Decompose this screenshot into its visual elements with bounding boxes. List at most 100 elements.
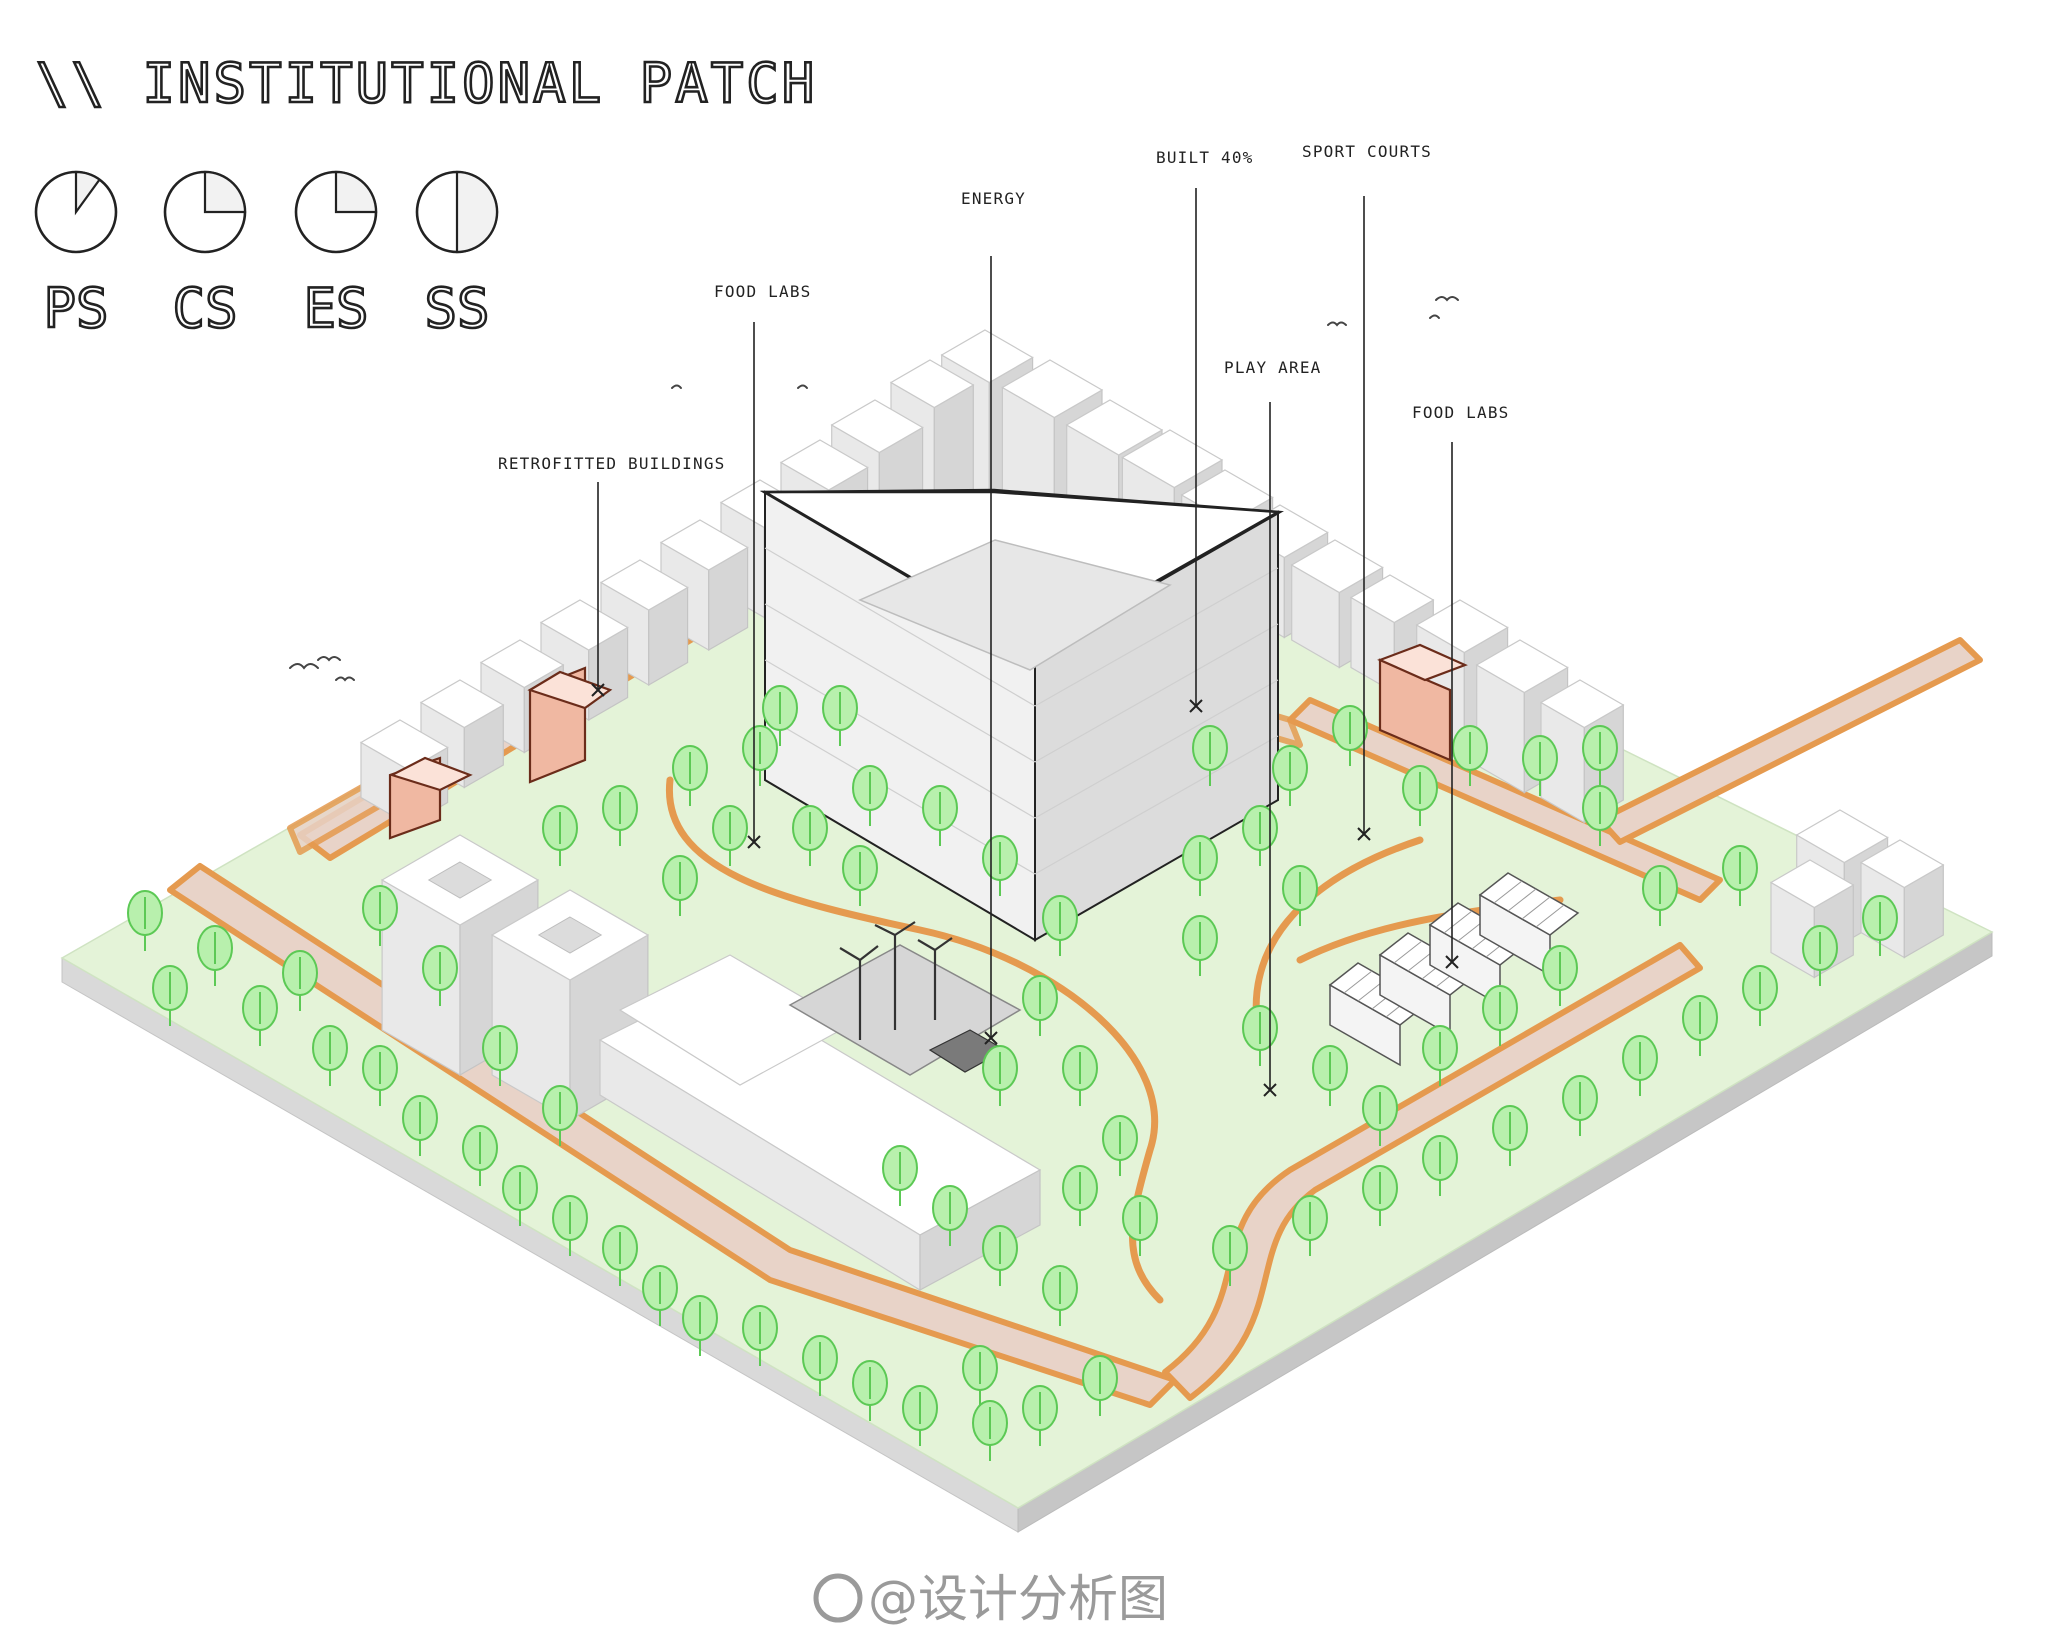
tree-icon [972,1400,1008,1461]
tree-icon [842,845,878,906]
city-block-2-roof [1001,359,1104,419]
city-block-13-roof [599,559,689,611]
shed-side [919,1168,1041,1292]
tree-icon [1042,1265,1078,1326]
tree-icon [1482,985,1518,1046]
tree-icon [1242,805,1278,866]
tree-icon [1422,1025,1458,1086]
metric-cs: CS [163,170,247,341]
metric-ps: PS [34,170,118,341]
city-block-19-roof [1415,599,1509,654]
city-block-3-roof [889,359,975,409]
tree-icon [152,965,188,1026]
institutional-building [759,488,1284,942]
city-block-4-roof [1065,399,1164,456]
tree-icon [962,1345,998,1406]
metric-pie-slice [203,170,247,214]
tree-icon [1722,845,1758,906]
tree-icon [1742,965,1778,1026]
city-block-6-roof [1121,429,1224,489]
tree-icon [1022,1385,1058,1446]
callout-play-area-marker [1263,1083,1277,1097]
tree-icon [1362,1085,1398,1146]
tree-icon [602,785,638,846]
courtyard-tower-east-courtyard [537,916,603,954]
callout-retrofitted-buildings-marker [591,683,605,697]
callout-retrofitted-buildings: RETROFITTED BUILDINGS [498,454,726,697]
metric-label: CS [172,277,237,340]
tree-icon [422,945,458,1006]
metric-ss: SS [415,170,499,341]
tree-icon [682,1295,718,1356]
tree-icon [1062,1045,1098,1106]
city-block-11-roof [659,519,749,571]
tree-icon [662,855,698,916]
tree-icon [242,985,278,1046]
metric-pie-slice [334,170,378,214]
city-block-17-roof [419,679,505,729]
callout-sport-courts-label: SPORT COURTS [1302,142,1432,161]
callout-sport-courts: SPORT COURTS [1302,142,1432,841]
bird-icon [797,384,808,389]
retrofit-west-b-top [389,756,473,792]
tree-icon [672,745,708,806]
greenhouse-rib [1521,896,1551,920]
retrofit-west-a-top [527,670,613,710]
city-block-7-roof [779,439,869,491]
callout-built-marker [1189,699,1203,713]
tree-icon [1862,895,1898,956]
tree-icon [362,885,398,946]
callout-retrofitted-buildings-label: RETROFITTED BUILDINGS [498,454,726,473]
tree-icon [932,1185,968,1246]
tree-icon [792,805,828,866]
tree-icon [642,1265,678,1326]
watermark-text: @设计分析图 [868,1570,1168,1628]
watermark: @设计分析图 [813,1570,1168,1628]
greenhouse-rib [1343,970,1373,994]
tree-icon [1292,1195,1328,1256]
tree-icon [1362,1165,1398,1226]
road-southeast-curve [1162,942,1703,1401]
tree-icon [1182,835,1218,896]
road-northeast [1287,697,1723,903]
tree-icon [882,1145,918,1206]
greenhouse-roof [1478,872,1580,936]
tree-icon [197,925,233,986]
tree-icon [542,805,578,866]
tree-icon [1562,1075,1598,1136]
tree-icon [362,1045,398,1106]
wind-turbines [839,921,953,1040]
tree-icon [852,765,888,826]
bird-icon [671,384,682,389]
tree-icon [1242,1005,1278,1066]
tree-icon [1682,995,1718,1056]
callout-play-area: PLAY AREA [1224,358,1322,1097]
city-block-16-roof [479,639,565,689]
bird-icon [317,656,341,662]
energy-yard [788,921,1022,1076]
callout-built-label: BUILT 40% [1156,148,1254,167]
tree-icon [902,1385,938,1446]
tree-icon [742,1305,778,1366]
tree-icon [1332,705,1368,766]
tree-icon [1062,1165,1098,1226]
bird-icon [1327,321,1347,327]
callout-food-labs-west-marker [747,835,761,849]
tree-icon [712,805,748,866]
metric-es: ES [294,170,378,341]
bird-icon [289,663,319,670]
tree-icon [1082,1355,1118,1416]
diagram-title: \\ INSTITUTIONAL PATCH [36,52,817,115]
bird-icon [335,676,355,682]
tree-icon [1102,1115,1138,1176]
callout-food-labs-east-marker [1445,955,1459,969]
tree-icon [1022,975,1058,1036]
tree-icon [982,1225,1018,1286]
greenhouse-rib [1393,940,1423,964]
callout-play-area-label: PLAY AREA [1224,358,1322,377]
tree-icon [1042,895,1078,956]
metric-pie-slice [74,170,102,216]
callout-food-labs-west: FOOD LABS [714,282,810,849]
